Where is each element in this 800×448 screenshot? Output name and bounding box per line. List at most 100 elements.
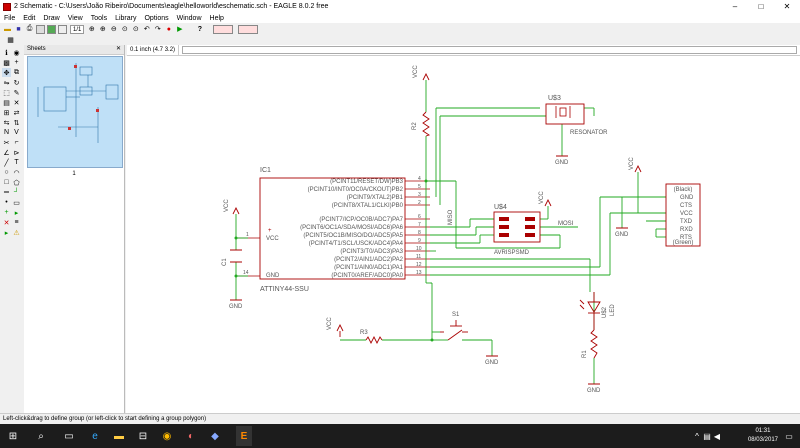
cam-icon[interactable] <box>36 24 45 34</box>
s1-switch-symbol[interactable] <box>440 320 468 341</box>
edge-icon[interactable]: e <box>92 430 98 442</box>
label-icon[interactable]: ▭ <box>13 199 20 207</box>
zoom-in-icon[interactable]: ⊕ <box>99 26 106 33</box>
zoom-redraw-icon[interactable]: ⊙ <box>121 26 128 33</box>
gateswap-icon[interactable]: ⇅ <box>13 119 20 127</box>
ftdi-bottom-label: (Green) <box>673 240 694 246</box>
volume-icon[interactable]: ◀ <box>713 431 721 441</box>
command-input[interactable] <box>182 46 797 54</box>
store-icon[interactable]: ⊟ <box>138 430 148 442</box>
app2-icon[interactable]: ◆ <box>211 430 219 442</box>
r1-symbol[interactable] <box>590 329 598 359</box>
menu-edit[interactable]: Edit <box>23 14 36 22</box>
ic1-body[interactable] <box>259 177 406 280</box>
wire-icon[interactable]: ╱ <box>4 159 9 167</box>
menu-library[interactable]: Library <box>115 14 137 22</box>
u3-resonator-symbol[interactable] <box>545 103 585 125</box>
circle-icon[interactable]: ○ <box>4 169 9 176</box>
chrome-icon[interactable]: ◉ <box>162 430 172 442</box>
show-icon[interactable]: ◉ <box>13 49 20 57</box>
menu-view[interactable]: View <box>67 14 83 22</box>
file-explorer-icon[interactable]: ▬ <box>114 430 124 442</box>
errors-icon[interactable]: ≡ <box>14 219 19 226</box>
eagle-taskbar-icon[interactable]: E <box>236 426 252 446</box>
mirror-icon[interactable]: ⇋ <box>3 79 10 87</box>
menu-window[interactable]: Window <box>176 14 202 22</box>
warning-icon[interactable]: ⚠ <box>13 229 20 237</box>
info-icon[interactable]: ℹ <box>5 49 8 57</box>
go-icon[interactable]: ▶ <box>177 26 183 33</box>
sheet-select[interactable]: 1/1 <box>70 24 85 34</box>
menu-options[interactable]: Options <box>144 14 169 22</box>
junction-icon[interactable]: • <box>5 199 8 206</box>
maximize-button[interactable]: □ <box>758 2 764 11</box>
zoom-fit-icon[interactable]: ⊕ <box>88 26 95 33</box>
rect-icon[interactable]: □ <box>4 179 9 186</box>
pinswap-icon[interactable]: ⇄ <box>13 109 20 117</box>
u4-avrisp-symbol[interactable] <box>493 211 541 243</box>
text-icon[interactable]: T <box>14 159 19 166</box>
r3-symbol[interactable] <box>365 335 383 345</box>
ftdi-header-symbol[interactable] <box>665 183 701 247</box>
delete-icon[interactable]: ✕ <box>13 99 20 107</box>
ratsnest-icon[interactable]: ▸ <box>4 229 9 237</box>
copy-icon[interactable]: ⧉ <box>14 68 19 76</box>
zoom-select-icon[interactable]: ⊙ <box>132 26 139 33</box>
panel-close-icon[interactable]: ✕ <box>115 46 121 52</box>
grid-icon[interactable]: ▦ <box>7 37 14 44</box>
zoom-out-icon[interactable]: ⊖ <box>110 26 117 33</box>
invoke-icon[interactable]: ⊳ <box>13 149 20 157</box>
move-icon[interactable]: ✥ <box>2 68 11 77</box>
design-link-icon[interactable] <box>213 24 234 34</box>
c1-symbol[interactable] <box>230 249 242 263</box>
rotate-icon[interactable]: ↻ <box>13 79 20 87</box>
polygon-icon[interactable]: ⬠ <box>13 179 20 187</box>
print-icon[interactable]: ⎙ <box>26 25 33 32</box>
add-icon[interactable]: ⊞ <box>3 109 10 117</box>
tray-chevron-icon[interactable]: ^ <box>695 431 699 441</box>
value-icon[interactable]: V <box>14 129 19 136</box>
notifications-icon[interactable]: ▭ <box>785 431 793 441</box>
attribute-icon[interactable]: + <box>4 209 9 216</box>
smash-icon[interactable]: ✂ <box>3 139 10 147</box>
menu-help[interactable]: Help <box>209 14 224 22</box>
r2-symbol[interactable] <box>422 111 431 137</box>
net-icon[interactable]: ┘ <box>14 189 19 196</box>
led-symbol[interactable] <box>579 292 601 330</box>
bus-icon[interactable]: ═ <box>4 189 9 196</box>
board-icon[interactable] <box>47 24 56 34</box>
schematic-canvas[interactable]: IC1 ATTINY44-SSU + VCC GND 1 14 (PCINT11… <box>126 56 800 413</box>
replace-icon[interactable]: ⇆ <box>3 119 10 127</box>
menu-tools[interactable]: Tools <box>90 14 108 22</box>
mark-icon[interactable]: + <box>14 59 19 66</box>
windows-start-icon[interactable]: ⊞ <box>8 430 18 442</box>
clock[interactable]: 01:31 08/03/2017 <box>748 427 778 445</box>
menu-draw[interactable]: Draw <box>43 14 60 22</box>
arc-icon[interactable]: ◠ <box>13 169 20 177</box>
sheet-icon[interactable] <box>58 24 67 34</box>
network-icon[interactable]: ▤ <box>703 431 711 441</box>
name-icon[interactable]: N <box>3 129 10 136</box>
menu-file[interactable]: File <box>4 14 16 22</box>
paste-icon[interactable]: ▤ <box>3 99 10 107</box>
change-icon[interactable]: ✎ <box>13 89 20 97</box>
ulp-icon[interactable] <box>238 24 259 34</box>
redo-icon[interactable]: ↷ <box>154 26 161 33</box>
stop-icon[interactable]: ● <box>166 25 171 33</box>
sheet-thumbnail[interactable] <box>27 56 123 168</box>
erc-icon[interactable]: ✕ <box>3 219 10 227</box>
app-icon[interactable]: ◐ <box>187 430 195 442</box>
miter-icon[interactable]: ⌐ <box>14 139 19 146</box>
close-button[interactable]: ✕ <box>783 2 791 11</box>
task-view-icon[interactable]: ▭ <box>64 430 74 442</box>
split-icon[interactable]: ∠ <box>3 149 10 157</box>
undo-icon[interactable]: ↶ <box>143 26 150 33</box>
folder-icon[interactable]: ▬ <box>4 25 11 33</box>
search-icon[interactable]: ⌕ <box>38 430 44 442</box>
help-icon[interactable]: ? <box>197 25 202 33</box>
group-icon[interactable]: ⬚ <box>3 89 10 97</box>
minimize-button[interactable]: – <box>732 2 738 11</box>
save-icon[interactable]: ■ <box>16 25 21 33</box>
display-icon[interactable]: ▩ <box>3 59 10 67</box>
dimension-icon[interactable]: ▸ <box>14 209 19 217</box>
